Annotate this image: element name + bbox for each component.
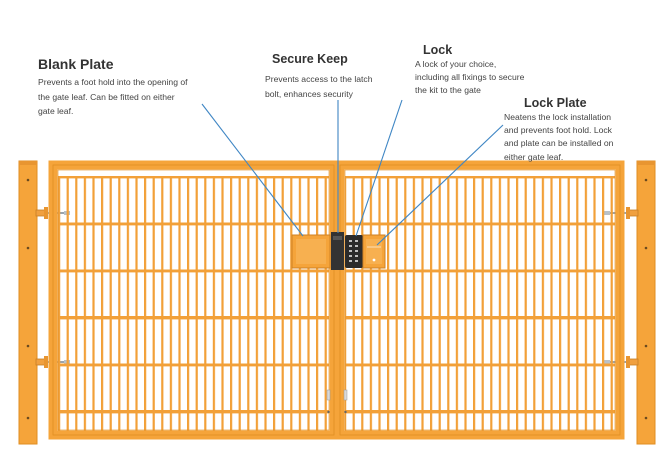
blank-plate (291, 234, 331, 269)
lock-line: the kit to the gate (415, 85, 481, 95)
right-gate-leaf (335, 160, 625, 440)
secure-keep-title: Secure Keep (272, 52, 348, 66)
lock-description: A lock of your choice, including all fix… (415, 58, 547, 97)
lock-line: A lock of your choice, (415, 59, 497, 69)
leader-lock-plate (376, 124, 504, 246)
blank-plate-title: Blank Plate (38, 56, 114, 72)
leader-lock (355, 99, 403, 237)
secure-keep-line: Prevents access to the latch (265, 74, 373, 84)
secure-keep-description: Prevents access to the latch bolt, enhan… (265, 72, 377, 101)
left-gate-leaf (48, 160, 339, 440)
leader-lines (201, 99, 504, 246)
lock-title: Lock (423, 43, 453, 57)
blank-plate-line: gate leaf. (38, 106, 74, 116)
lock-plate-line: and plate can be installed on (504, 138, 614, 149)
callout-blank-plate: Blank Plate Prevents a foot hold into th… (38, 56, 218, 119)
blank-plate-line: the gate leaf. Can be fitted on either (38, 91, 175, 102)
lock-plate-line: either gate leaf. (504, 151, 564, 162)
left-post (18, 160, 38, 445)
lock-plate-title: Lock Plate (524, 96, 587, 110)
leader-blank-plate (201, 103, 304, 237)
lock-line: including all fixings to secure (415, 72, 525, 82)
blank-plate-description: Prevents a foot hold into the opening of… (38, 75, 218, 119)
blank-plate-line: Prevents a foot hold into the opening of (38, 77, 188, 87)
callout-secure-keep: Secure Keep Prevents access to the latch… (265, 52, 377, 101)
keypad-icon (345, 235, 363, 268)
secure-keep-line: bolt, enhances security (265, 88, 353, 99)
callout-lock-plate: Lock Plate Neatens the lock installation… (504, 96, 634, 164)
drop-bolts (326, 389, 348, 414)
callout-lock: Lock A lock of your choice, including al… (415, 43, 547, 97)
lock-plate-line: and prevents foot hold. Lock (504, 125, 612, 136)
secure-keep (331, 232, 344, 270)
lock-plate-line: Neatens the lock installation (504, 112, 612, 122)
right-post (636, 160, 656, 445)
lock-plate-description: Neatens the lock installation and preven… (504, 111, 634, 164)
